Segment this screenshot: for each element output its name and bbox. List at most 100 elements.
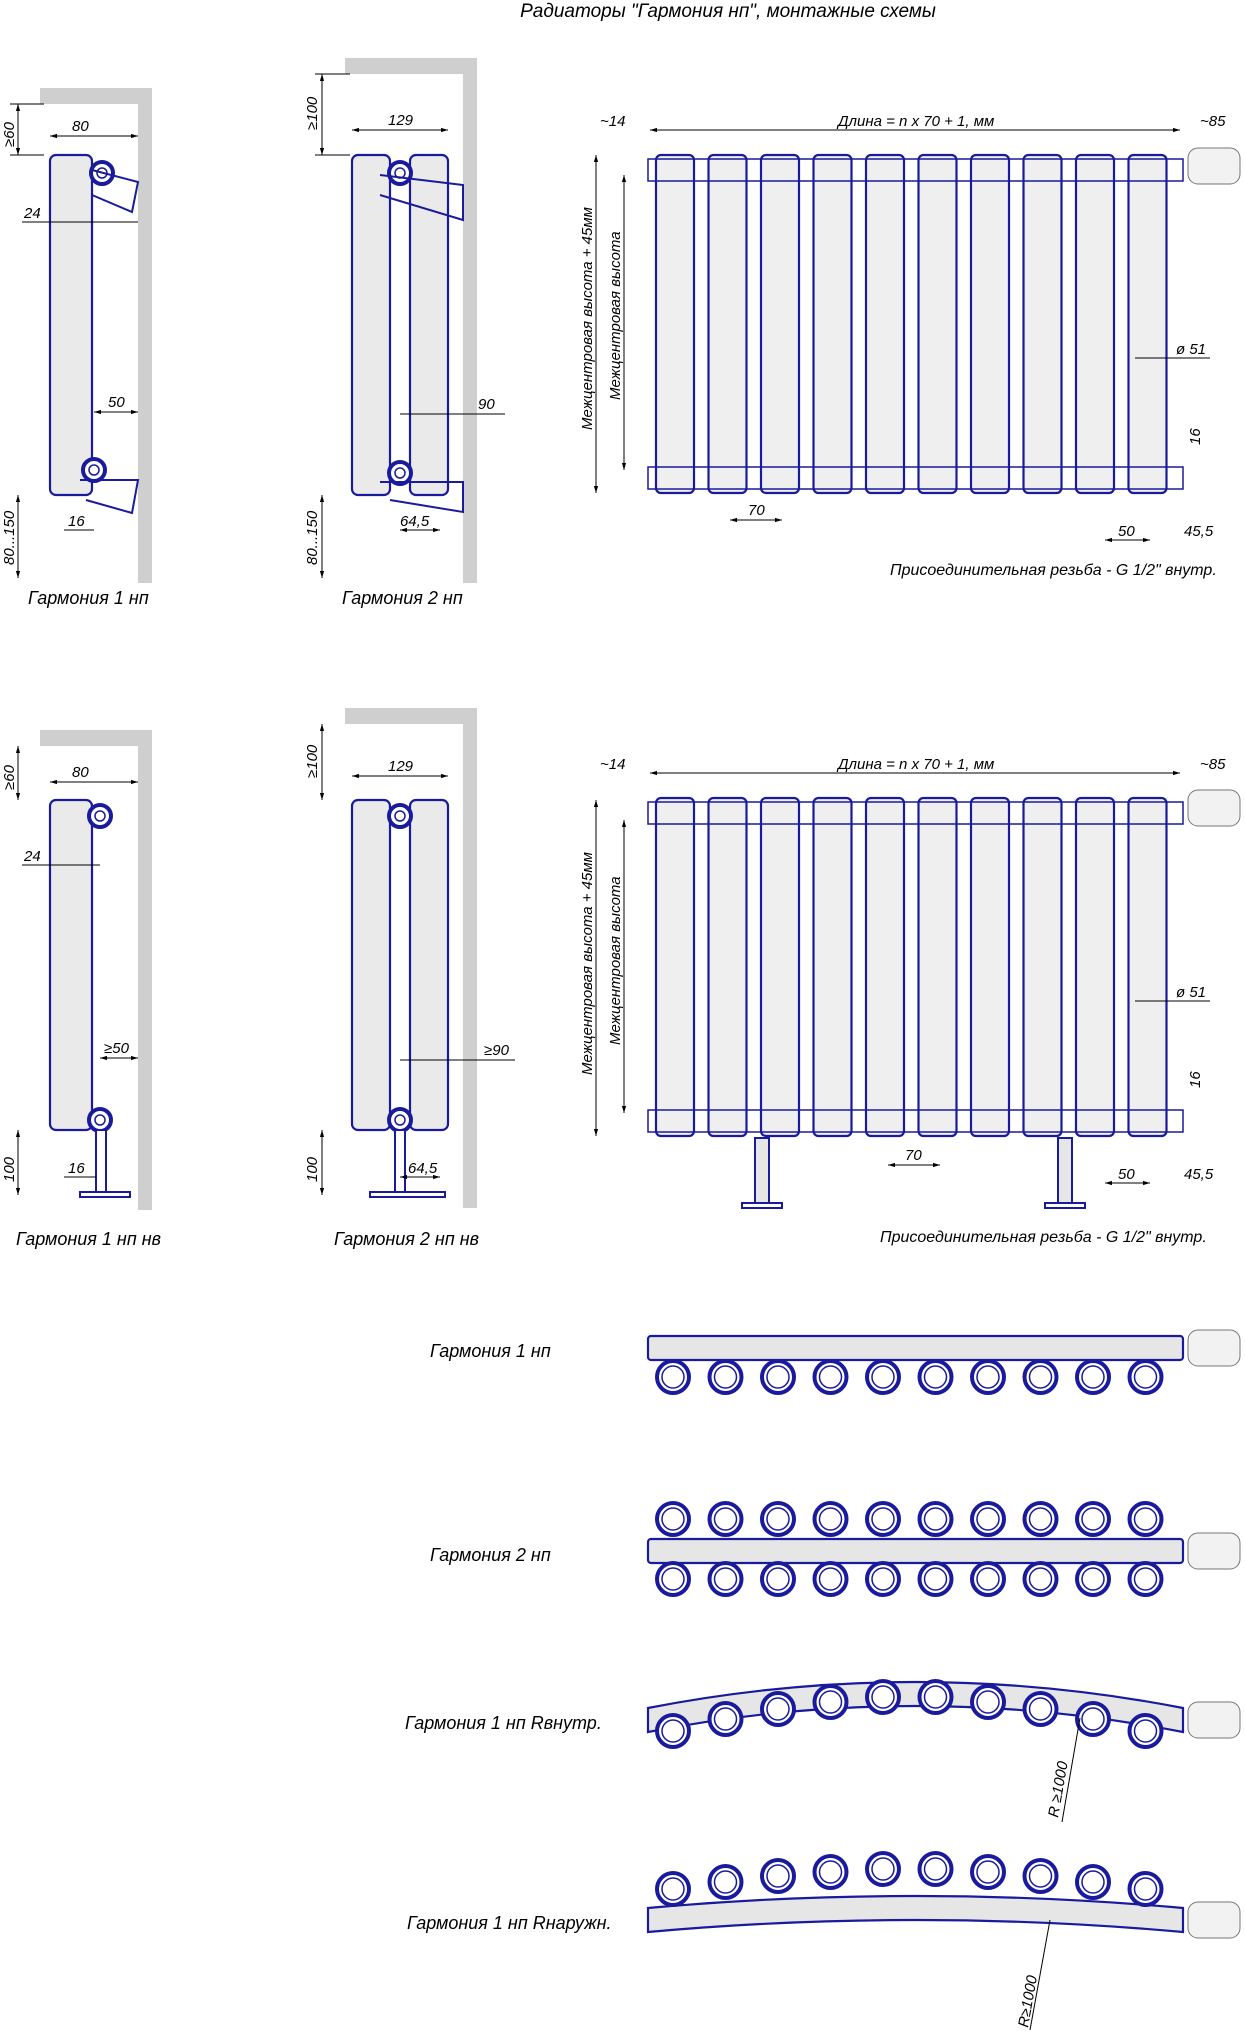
dim-pipe: 16	[68, 1160, 85, 1177]
dim-50: 50	[1118, 523, 1135, 540]
dim-length: Длина = n x 70 + 1, мм	[836, 113, 994, 130]
bottom-collector	[647, 1109, 1184, 1133]
ceiling-wall	[40, 88, 150, 104]
dim-bottom-gap: 100	[1, 1156, 18, 1182]
radiator-section	[48, 153, 94, 497]
bottom-valve-icon	[387, 460, 413, 486]
dim-right-gap: ~85	[1200, 113, 1226, 130]
dim-valve: 50	[108, 394, 125, 411]
back-wall	[138, 88, 152, 583]
dim-height-inner: Межцентровая высота	[607, 231, 624, 400]
front-view-bottom: Длина = n x 70 + 1, мм ~14 ~85 Межцентро…	[579, 756, 1241, 1246]
radiator-column	[812, 796, 853, 1138]
bottom-valve-icon	[87, 1107, 113, 1133]
dim-pipe: 64,5	[408, 1160, 438, 1177]
dim-diameter: ø 51	[1176, 341, 1206, 358]
ceiling-wall	[345, 58, 475, 74]
radiator-column	[1074, 153, 1116, 495]
caption-plan-1np: Гармония 1 нп	[430, 1341, 551, 1361]
dim-top-gap: ≥100	[304, 96, 321, 130]
thermostat-head-icon	[1187, 1532, 1241, 1570]
dim-height-outer: Межцентровая высота + 45мм	[579, 852, 596, 1075]
bracket-top	[379, 174, 464, 222]
bracket-bottom	[380, 481, 464, 514]
back-wall	[463, 58, 477, 583]
thermostat-head-icon	[1187, 789, 1241, 827]
dim-pipe: 64,5	[400, 513, 430, 530]
plan-view-inner-radius: Гармония 1 нп Rвнутр. R ≥1000	[405, 1679, 1241, 1823]
back-wall	[463, 708, 477, 1208]
side-view-2np-nv: ≥100 129 ≥90 64,5 100 Гармония 2 нп нв	[304, 708, 515, 1249]
back-wall	[138, 730, 152, 1210]
dim-offset: 24	[23, 848, 41, 865]
front-sections	[647, 153, 1184, 495]
dim-diameter: ø 51	[1176, 984, 1206, 1001]
radiator-column	[1127, 153, 1168, 495]
top-valve-icon	[387, 160, 413, 186]
bracket-top	[91, 169, 140, 214]
dim-right-gap: ~85	[1200, 756, 1226, 773]
dim-valve: 90	[478, 396, 495, 413]
radiator-column	[707, 153, 748, 495]
radiator-section-front	[350, 798, 392, 1132]
radiator-column	[917, 153, 958, 495]
thermostat-head-icon	[1187, 147, 1241, 185]
radius-outer: R≥1000	[1015, 1973, 1041, 2028]
caption-2np-nv: Гармония 2 нп нв	[334, 1229, 479, 1249]
caption-2np: Гармония 2 нп	[342, 588, 463, 608]
plan-view-1np: Гармония 1 нп	[430, 1329, 1241, 1395]
dim-pipe: 16	[68, 513, 85, 530]
floor-stand	[394, 1129, 406, 1193]
thermostat-head-icon	[1187, 1329, 1241, 1367]
dim-depth: 80	[72, 764, 89, 781]
thermostat-head-icon	[1187, 1901, 1241, 1939]
dim-left-gap: ~14	[600, 756, 625, 773]
caption-plan-outer: Гармония 1 нп Rнаружн.	[407, 1913, 612, 1933]
radiator-column	[654, 153, 696, 495]
top-valve-icon	[387, 803, 413, 829]
dim-offset: 24	[23, 205, 41, 222]
top-collector	[647, 801, 1184, 825]
dim-depth: 129	[388, 758, 414, 775]
side-view-1np: ≥60 80 24 50 16 80...150 Гармония 1 нп	[1, 88, 152, 608]
floor-leg-right	[1057, 1137, 1073, 1204]
radiator-column	[1022, 153, 1063, 495]
caption-1np: Гармония 1 нп	[28, 588, 149, 608]
bottom-collector	[647, 466, 1184, 490]
bottom-valve-icon	[387, 1107, 413, 1133]
radiator-column	[969, 153, 1011, 495]
caption-plan-2np: Гармония 2 нп	[430, 1545, 551, 1565]
radiator-column	[654, 796, 696, 1138]
thread-note: Присоединительная резьба - G 1/2" внутр.	[890, 562, 1217, 579]
radiator-column	[1074, 796, 1116, 1138]
radiator-column	[707, 796, 748, 1138]
floor-leg-left	[754, 1137, 770, 1204]
page-title: Радиаторы "Гармония нп", монтажные схемы	[520, 1, 936, 22]
radiator-column	[864, 796, 906, 1138]
thread-note: Присоединительная резьба - G 1/2" внутр.	[880, 1229, 1207, 1246]
dim-valve: ≥90	[484, 1042, 510, 1059]
top-collector	[647, 158, 1184, 182]
dim-left-gap: ~14	[600, 113, 625, 130]
dim-45: 45,5	[1184, 1166, 1214, 1183]
plan-view-outer-radius: Гармония 1 нп Rнаружн. R≥1000	[407, 1851, 1241, 2031]
front-view-top: Длина = n x 70 + 1, мм ~14 ~85 Межцентро…	[579, 113, 1241, 579]
radiator-column	[1022, 796, 1063, 1138]
collector-tube	[646, 1334, 1185, 1362]
curved-collector-tube	[646, 1894, 1185, 1934]
radiator-section	[48, 798, 94, 1132]
caption-1np-nv: Гармония 1 нп нв	[16, 1229, 161, 1249]
radiator-section-back	[408, 153, 450, 497]
radiator-column	[969, 796, 1011, 1138]
dim-top-gap: ≥60	[1, 764, 18, 790]
dim-45: 45,5	[1184, 523, 1214, 540]
side-view-2np: ≥100 129 90 64,5 80...150 Гармония 2 нп	[304, 58, 505, 608]
dim-pitch: 70	[905, 1147, 922, 1164]
dim-valve: ≥50	[104, 1040, 130, 1057]
front-sections	[647, 796, 1184, 1138]
dim-bottom-gap: 100	[304, 1156, 321, 1182]
dim-top-gap: ≥100	[304, 744, 321, 778]
radiator-section-back	[408, 798, 450, 1132]
dim-pitch: 70	[748, 502, 765, 519]
radiator-column	[864, 153, 906, 495]
